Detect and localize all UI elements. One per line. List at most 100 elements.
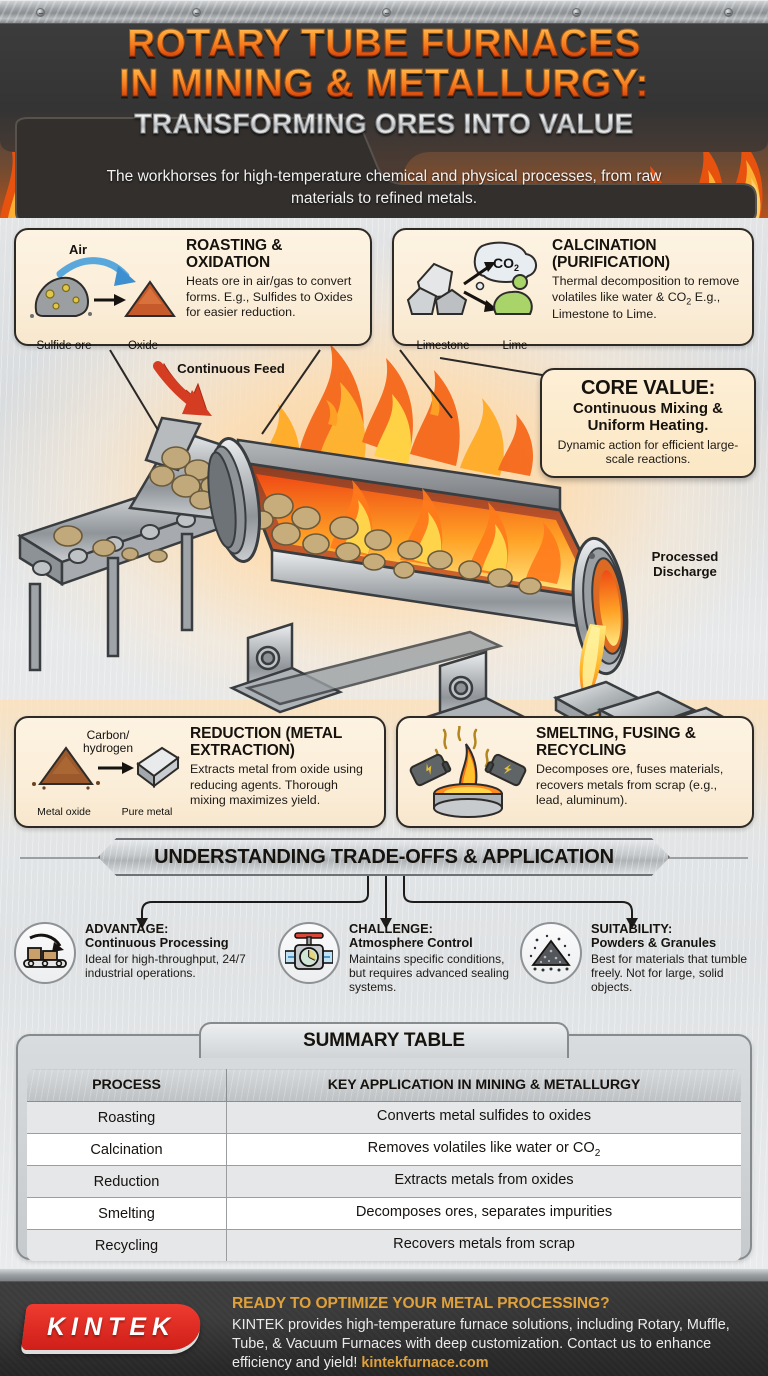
reduction-heading: REDUCTION (METAL EXTRACTION) (190, 725, 342, 759)
label-limestone: Limestone (416, 340, 470, 352)
challenge-text: CHALLENGE: Atmosphere Control Maintains … (349, 921, 520, 995)
footer-cta: KINTEK READY TO OPTIMIZE YOUR METAL PROC… (0, 1282, 768, 1376)
table-header-row: PROCESS KEY APPLICATION IN MINING & META… (27, 1069, 741, 1102)
cell-application: Removes volatiles like water or CO2 (226, 1133, 741, 1166)
table-row: Roasting Converts metal sulfides to oxid… (27, 1101, 741, 1134)
calcination-heading: CALCINATION (PURIFICATION) (552, 237, 670, 271)
cell-process: Roasting (27, 1101, 227, 1134)
air-label: Air (69, 242, 87, 257)
screw-icon (36, 8, 45, 17)
cell-application: Converts metal sulfides to oxides (226, 1101, 741, 1134)
roasting-heading: ROASTING & OXIDATION (186, 237, 283, 271)
carbon-hydrogen-label-2: hydrogen (83, 741, 133, 755)
core-value-callout: CORE VALUE: Continuous Mixing & Uniform … (540, 368, 756, 478)
label-continuous-feed: Continuous Feed (177, 361, 285, 376)
limestone-to-lime-icon: CO2 (406, 241, 537, 315)
reduction-art: Carbon/ hydrogen Meta (26, 726, 182, 819)
title-line-2: IN MINING & METALLURGY: (0, 63, 768, 104)
calcination-body: Thermal decomposition to remove volatile… (552, 274, 742, 322)
title-line-1: ROTARY TUBE FURNACES (0, 23, 768, 64)
cell-application-text: Extracts metals from oxides (394, 1172, 574, 1189)
advantage-title: ADVANTAGE: (85, 921, 169, 936)
smelting-heading: SMELTING, FUSING & RECYCLING (536, 725, 696, 759)
smelting-art (408, 722, 528, 827)
tradeoff-item-challenge: CHALLENGE: Atmosphere Control Maintains … (278, 921, 520, 995)
advantage-text: ADVANTAGE: Continuous Processing Ideal f… (85, 921, 276, 981)
tradeoffs-banner: UNDERSTANDING TRADE-OFFS & APPLICATION (98, 838, 670, 876)
title-line-3: TRANSFORMING ORES INTO VALUE (0, 108, 768, 140)
co2-bubble-label: CO2 (493, 255, 519, 273)
label-sulfide-ore: Sulfide ore (36, 340, 92, 352)
card-roasting: Air (14, 228, 372, 352)
kintek-logo-text: KINTEK (47, 1312, 177, 1341)
cell-process: Calcination (27, 1133, 227, 1166)
tradeoff-connector-arrows (136, 872, 638, 929)
advantage-body: Ideal for high-throughput, 24/7 industri… (85, 951, 246, 981)
cell-application-text: Converts metal sulfides to oxides (376, 1108, 592, 1125)
table-row: Recycling Recovers metals from scrap (27, 1229, 741, 1261)
challenge-body: Maintains specific conditions, but requi… (349, 951, 510, 995)
label-processed-discharge: Processed Discharge (651, 549, 719, 579)
sulfide-to-oxide-icon: Air (30, 242, 176, 318)
footer-body: KINTEK provides high-temperature furnace… (232, 1316, 760, 1373)
roasting-art: Air (26, 238, 178, 352)
footer-link[interactable]: kintekfurnace.com (361, 1355, 489, 1372)
table-row: Smelting Decomposes ores, separates impu… (27, 1197, 741, 1230)
label-lime: Lime (502, 340, 528, 352)
cell-application-text: Decomposes ores, separates impurities (355, 1204, 613, 1221)
challenge-title: CHALLENGE: (349, 921, 433, 936)
advantage-subtitle: Continuous Processing (85, 935, 229, 951)
valve-gauge-icon (278, 922, 340, 984)
footer-body-text: KINTEK provides high-temperature furnace… (232, 1317, 730, 1372)
header-subtitle: The workhorses for high-temperature chem… (106, 168, 662, 207)
kintek-logo[interactable]: KINTEK (21, 1304, 203, 1350)
page-title: ROTARY TUBE FURNACES IN MINING & METALLU… (0, 23, 768, 140)
tradeoffs-banner-wrap: UNDERSTANDING TRADE-OFFS & APPLICATION (0, 838, 768, 878)
card-reduction: Carbon/ hydrogen Meta (14, 716, 386, 828)
th-application: KEY APPLICATION IN MINING & METALLURGY (226, 1069, 741, 1102)
core-value-heading: CORE VALUE: (580, 377, 716, 399)
cell-process: Recycling (27, 1229, 227, 1261)
calcination-body-p2: E.g., Limestone to Lime. (552, 289, 721, 322)
top-metal-frame (0, 0, 768, 24)
rotary-furnace-illustration (0, 218, 768, 864)
mid-metal-divider (0, 1268, 768, 1282)
summary-table: PROCESS KEY APPLICATION IN MINING & META… (26, 1068, 742, 1262)
cell-application: Decomposes ores, separates impurities (226, 1197, 741, 1230)
label-oxide: Oxide (127, 340, 159, 352)
cell-process: Reduction (27, 1165, 227, 1198)
header-plate-shape (0, 22, 768, 218)
core-value-subheading: Continuous Mixing & Uniform Heating. (573, 400, 723, 434)
table-row: Reduction Extracts metals from oxides (27, 1165, 741, 1198)
furnace-svg (17, 344, 748, 864)
roasting-text: ROASTING & OXIDATION Heats ore in air/ga… (186, 237, 360, 320)
table-row: Calcination Removes volatiles like water… (27, 1133, 741, 1166)
calcination-art: CO2 Limestone (404, 238, 544, 352)
roasting-body: Heats ore in air/gas to convert forms. E… (186, 274, 353, 319)
reduction-body: Extracts metal from oxide using reducing… (190, 762, 363, 807)
calcination-body-sub: 2 (686, 296, 692, 307)
calcination-text: CALCINATION (PURIFICATION) Thermal decom… (552, 237, 742, 322)
label-metal-oxide: Metal oxide (37, 806, 91, 818)
screw-icon (572, 8, 581, 17)
label-pure-metal: Pure metal (121, 806, 173, 818)
crucible-batteries-icon (409, 722, 527, 818)
screw-icon (724, 8, 733, 17)
cell-process: Smelting (27, 1197, 227, 1230)
cell-application-sub: 2 (594, 1147, 601, 1159)
suitability-text: SUITABILITY: Powders & Granules Best for… (591, 921, 760, 995)
footer-headline: READY TO OPTIMIZE YOUR METAL PROCESSING? (232, 1295, 610, 1312)
cell-application-text: Removes volatiles like water or CO (367, 1140, 595, 1157)
powder-pile-icon (520, 922, 582, 984)
carbon-hydrogen-label-1: Carbon/ (87, 728, 130, 742)
smelting-text: SMELTING, FUSING & RECYCLING Decomposes … (536, 725, 742, 808)
cell-application: Recovers metals from scrap (226, 1229, 741, 1261)
suitability-body: Best for materials that tumble freely. N… (591, 951, 748, 995)
screw-icon (382, 8, 391, 17)
challenge-subtitle: Atmosphere Control (349, 935, 473, 951)
summary-table-section: SUMMARY TABLE PROCESS KEY APPLICATION IN… (16, 1022, 752, 1262)
th-process: PROCESS (27, 1069, 227, 1102)
cell-application-text: Recovers metals from scrap (393, 1236, 575, 1253)
conveyor-belt-icon (14, 922, 76, 984)
